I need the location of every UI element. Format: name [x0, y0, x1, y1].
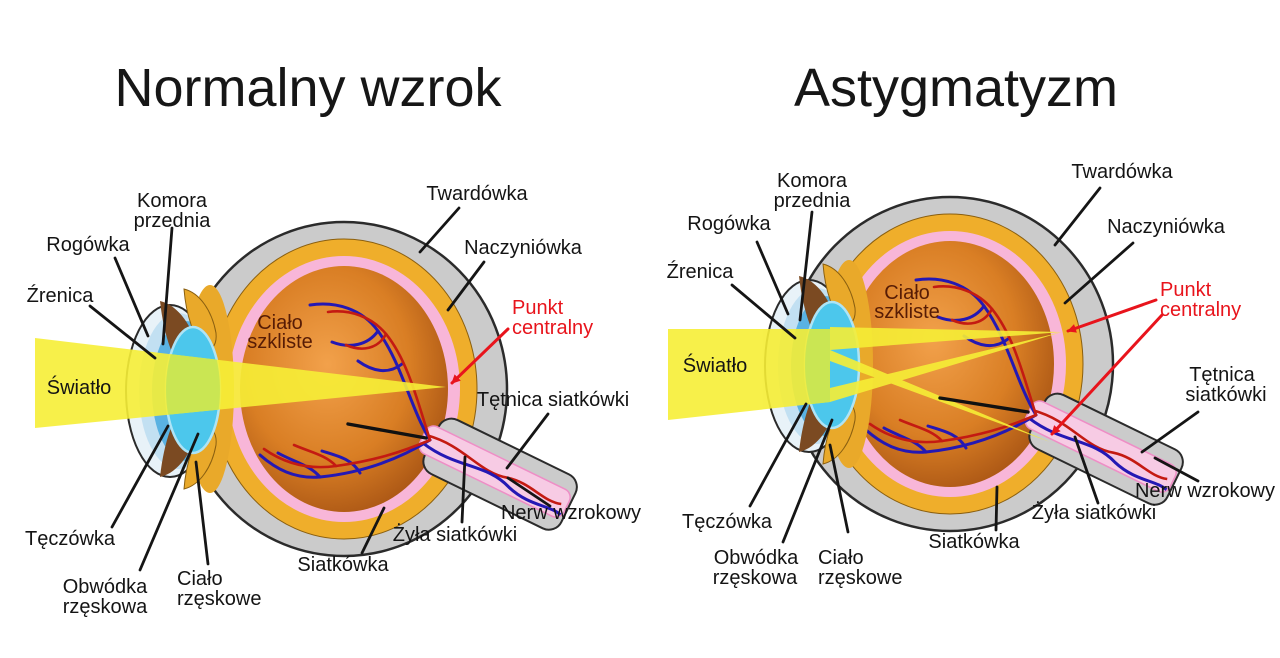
label-rogowka: Rogówka [46, 234, 130, 256]
panel-title: Astygmatyzm [794, 58, 1118, 118]
label-cialo-rzeskowe: rzęskowe [177, 588, 261, 610]
label-komora-przednia: Komora [777, 170, 848, 192]
panel-normal-vision: Normalny wzrok Komora przednia Rogówka Ź… [25, 58, 641, 618]
label-twardowka: Twardówka [1071, 161, 1173, 183]
leader-zrenica [88, 304, 157, 360]
label-rogowka: Rogówka [687, 213, 771, 235]
leader-komora-przednia [798, 210, 814, 322]
label-swiatlo: Światło [47, 375, 111, 399]
leader-naczyniowka [1063, 241, 1135, 305]
leader-zyla [460, 455, 467, 524]
label-twardowka: Twardówka [426, 183, 528, 205]
leader-teczowka [110, 424, 170, 529]
light-beam-astigmatism [668, 327, 1062, 442]
label-cialo-szkliste: Ciało [884, 282, 930, 304]
internal-pointer-line [346, 422, 428, 440]
leader-obwodka [138, 432, 200, 572]
label-naczyniowka: Naczyniówka [1107, 216, 1226, 238]
labels-normal: Komora przednia Rogówka Źrenica Światło … [25, 183, 641, 618]
leader-cialo-rzeskowe [828, 443, 850, 534]
label-cialo-szkliste: Ciało [257, 312, 303, 334]
leader-siatkowka [994, 485, 999, 532]
label-tetnica-siatkowki: Tętnica [1189, 364, 1255, 386]
leader-cialo-rzeskowe [194, 460, 210, 566]
red-arrow-focal-point-2 [1050, 313, 1164, 436]
label-cialo-szkliste: szkliste [874, 301, 940, 323]
label-cialo-rzeskowe: Ciało [818, 547, 864, 569]
leader-twardowka [1053, 186, 1102, 247]
label-swiatlo: Światło [683, 353, 747, 377]
leader-tetnica [1140, 410, 1200, 454]
label-punkt-centralny: Punkt [1160, 279, 1212, 301]
leader-lines-normal [88, 206, 552, 572]
labels-astigmatism: Komora przednia Rogówka Źrenica Światło … [667, 161, 1275, 589]
leader-obwodka [781, 418, 834, 544]
label-punkt-centralny: centralny [1160, 299, 1241, 321]
label-komora-przednia: przednia [774, 190, 852, 212]
leader-zyla [1073, 435, 1100, 505]
label-komora-przednia: Komora [137, 190, 208, 212]
label-obwodka-rzeskowa: Obwódka [63, 576, 148, 598]
label-zrenica: Źrenica [667, 260, 735, 283]
label-tetnica-siatkowki: Tętnica siatkówki [477, 389, 629, 411]
leader-teczowka [748, 402, 808, 508]
label-siatkowka: Siatkówka [297, 554, 389, 576]
label-siatkowka: Siatkówka [928, 531, 1020, 553]
leader-rogowka [113, 256, 150, 338]
label-teczowka: Tęczówka [25, 528, 116, 550]
leader-zrenica [730, 283, 797, 340]
leader-twardowka [418, 206, 461, 254]
panel-title: Normalny wzrok [114, 58, 502, 118]
red-arrow-focal-point [450, 327, 510, 385]
leader-rogowka [755, 240, 790, 316]
label-cialo-szkliste: szkliste [247, 331, 313, 353]
label-punkt-centralny: Punkt [512, 297, 564, 319]
label-tetnica-siatkowki: siatkówki [1185, 384, 1266, 406]
internal-pointer-line [938, 396, 1030, 414]
leader-nerw [506, 476, 552, 508]
label-obwodka-rzeskowa: rzęskowa [713, 567, 798, 589]
leader-lines-astigmatism [730, 186, 1200, 544]
leader-naczyniowka [446, 260, 486, 312]
label-zyla-siatkowki: Żyła siatkówki [393, 523, 517, 546]
light-beam-normal [35, 338, 446, 428]
leader-tetnica [505, 412, 550, 470]
label-komora-przednia: przednia [134, 210, 212, 232]
leader-nerw [1153, 456, 1200, 483]
label-zrenica: Źrenica [27, 284, 95, 307]
leader-komora-przednia [161, 226, 174, 346]
label-punkt-centralny: centralny [512, 317, 593, 339]
panel-astigmatism: Astygmatyzm Komora przednia Rogówka Źren… [667, 58, 1275, 589]
label-naczyniowka: Naczyniówka [464, 237, 583, 259]
label-obwodka-rzeskowa: rzęskowa [63, 596, 148, 618]
label-cialo-rzeskowe: rzęskowe [818, 567, 902, 589]
label-obwodka-rzeskowa: Obwódka [714, 547, 799, 569]
label-cialo-rzeskowe: Ciało [177, 568, 223, 590]
red-arrow-focal-point-1 [1066, 298, 1158, 333]
label-nerw-wzrokowy: Nerw wzrokowy [1135, 480, 1275, 502]
label-zyla-siatkowki: Żyła siatkówki [1032, 501, 1156, 524]
label-nerw-wzrokowy: Nerw wzrokowy [501, 502, 641, 524]
label-teczowka: Tęczówka [682, 511, 773, 533]
leader-siatkowka [360, 506, 386, 555]
